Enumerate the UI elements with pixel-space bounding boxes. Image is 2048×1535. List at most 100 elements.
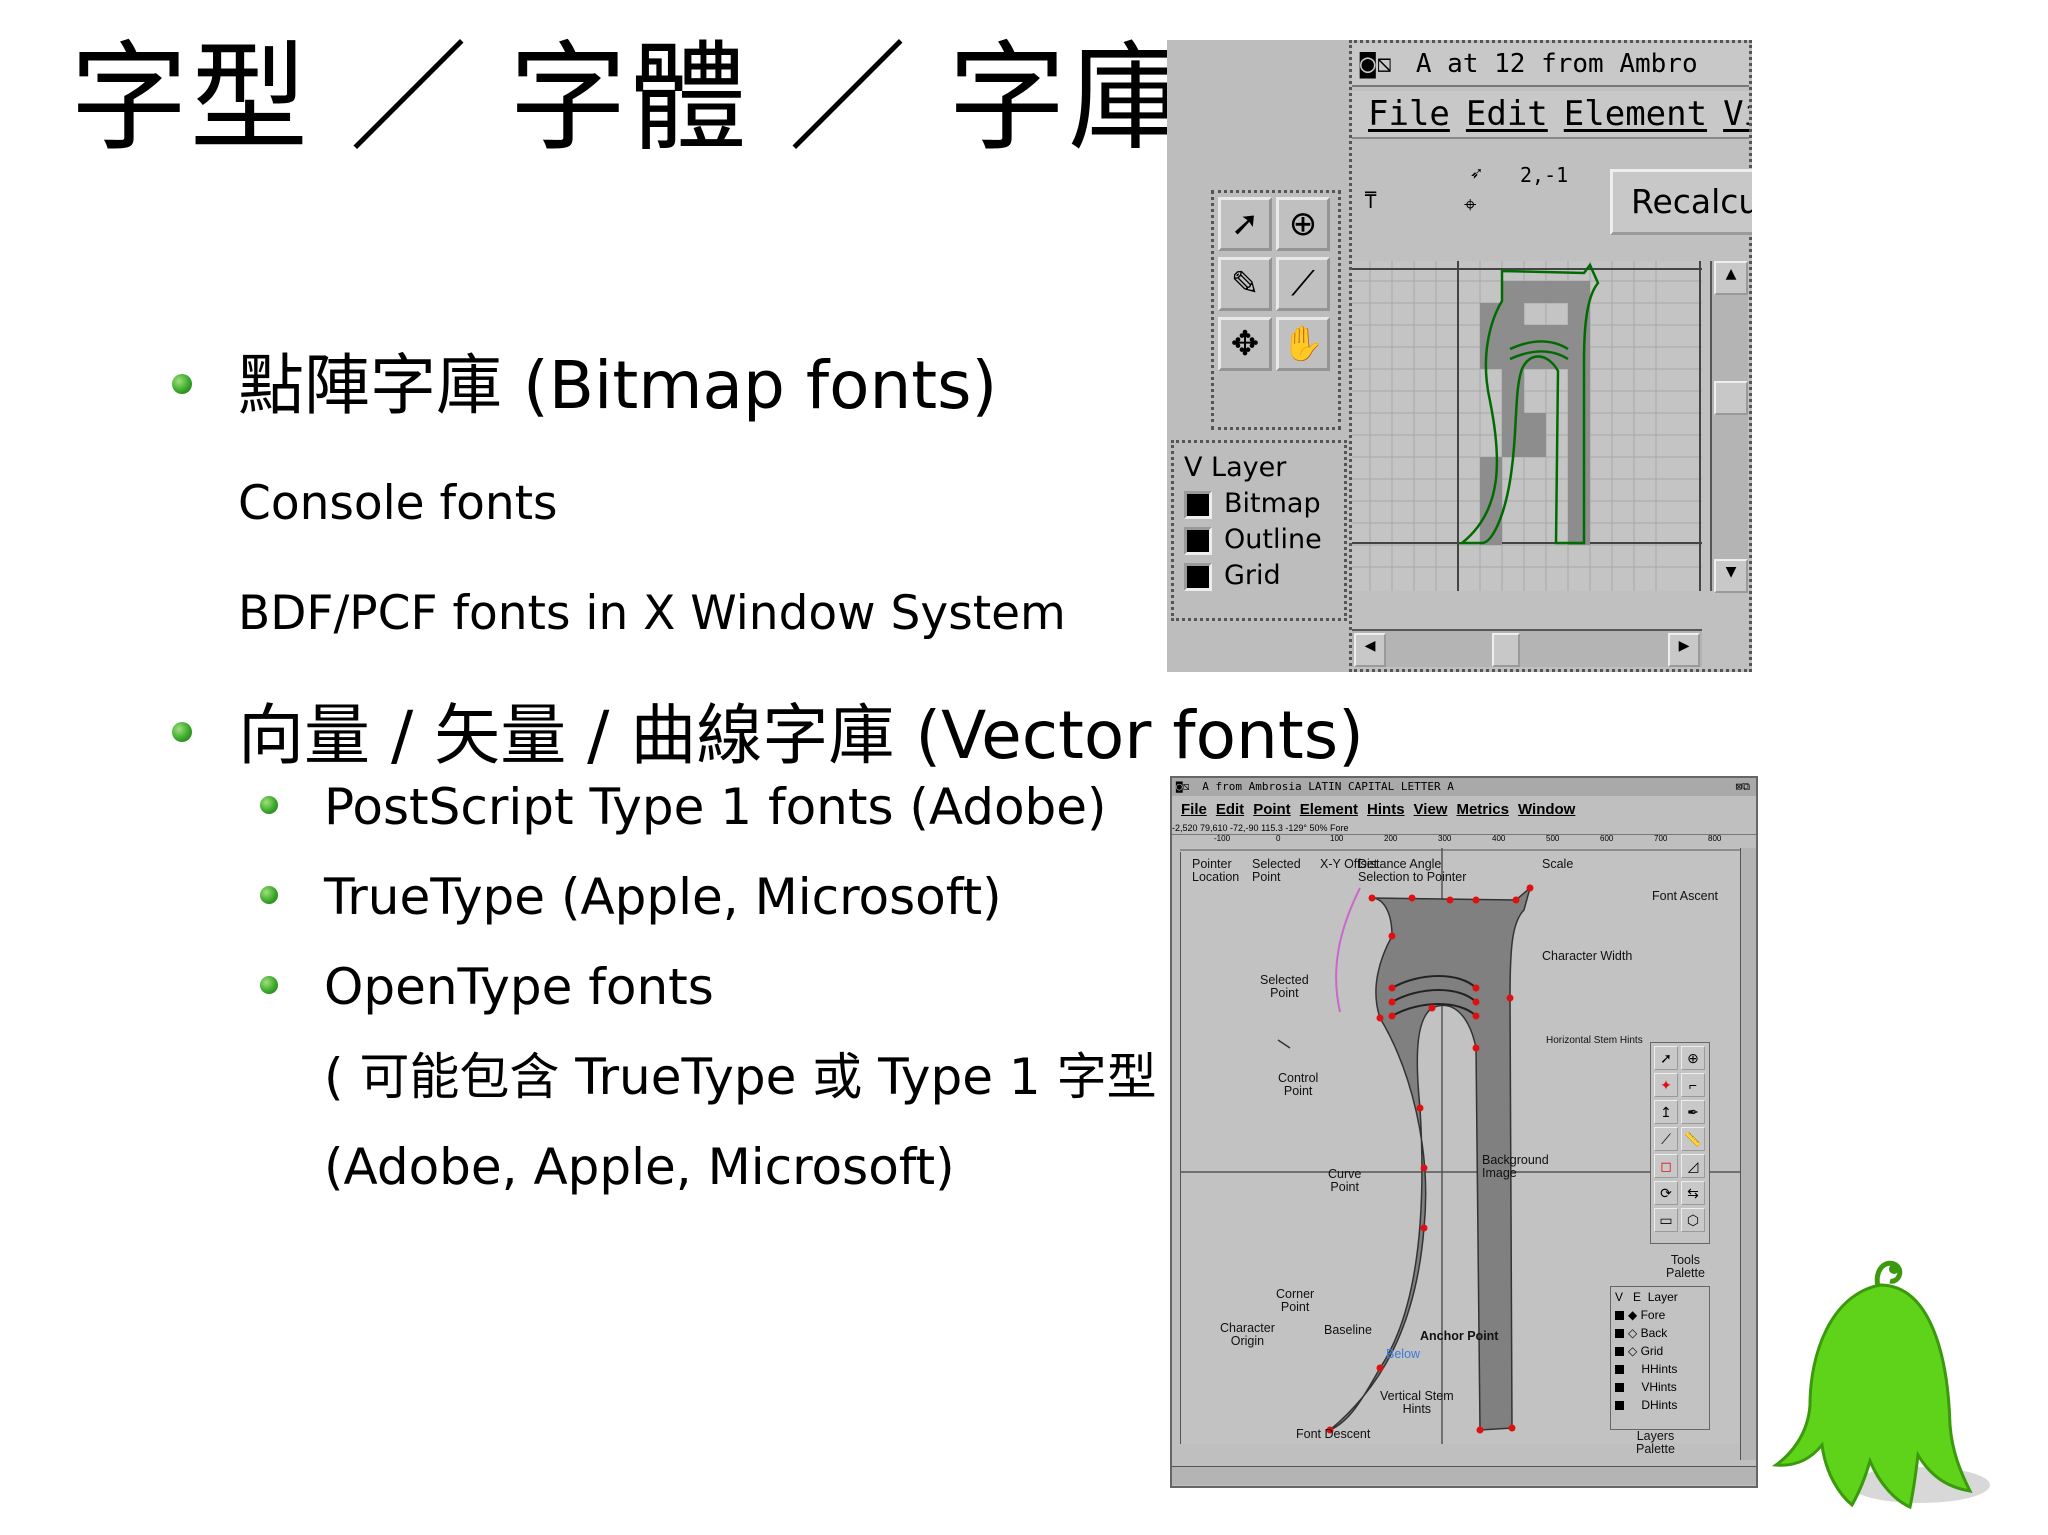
curve-point-tool-icon[interactable]: ✦ — [1654, 1073, 1678, 1097]
checkbox-icon[interactable] — [1615, 1365, 1624, 1375]
tools-palette: ➚ ⊕ ✦ ⌐ ↥ ✒ ⟋ 📏 ◻ ◿ ⟳ ⇆ ▭ ⬡ — [1650, 1042, 1710, 1244]
layers-header: V E Layer — [1615, 1290, 1678, 1304]
magnify-tool-icon[interactable]: ⊕ — [1681, 1046, 1705, 1070]
bitmap-glyph-canvas[interactable] — [1352, 261, 1702, 591]
window-menu-icon[interactable]: ◙⧅ — [1176, 780, 1190, 793]
outline-glyph-canvas[interactable] — [1180, 848, 1740, 1444]
scroll-thumb[interactable] — [1714, 381, 1748, 415]
menu-element[interactable]: Element — [1563, 94, 1708, 134]
layer-bitmap[interactable]: Bitmap — [1184, 487, 1321, 521]
move-tool-icon[interactable]: ✥ — [1218, 317, 1272, 371]
scale-label: Scale — [1542, 857, 1574, 871]
scroll-up-icon[interactable]: ▲ — [1714, 261, 1748, 295]
menu-file[interactable]: File — [1181, 801, 1207, 818]
bullet-icon — [260, 796, 278, 814]
layer-grid[interactable]: Grid — [1184, 559, 1281, 593]
layers-header: V Layer — [1184, 452, 1287, 483]
layer-grid[interactable]: ◇ Grid — [1615, 1344, 1663, 1359]
checkbox-icon[interactable] — [1615, 1347, 1624, 1357]
line-tool-icon[interactable]: ⟋ — [1276, 257, 1330, 311]
font-ascent-label: Font Ascent — [1652, 889, 1719, 903]
window-controls-icon[interactable]: ⊠⧉ — [1735, 780, 1750, 793]
recalculate-button[interactable]: Recalcu — [1610, 169, 1752, 235]
scroll-thumb[interactable] — [1492, 633, 1520, 667]
corner-point-tool-icon[interactable]: ⌐ — [1681, 1073, 1705, 1097]
scroll-left-icon[interactable]: ◀ — [1354, 633, 1386, 667]
menu-view[interactable]: View — [1413, 801, 1448, 818]
flip-tool-icon[interactable]: ⇆ — [1681, 1181, 1705, 1205]
outline-editor-screenshot: ◙⧅ A from Ambrosia LATIN CAPITAL LETTER … — [1170, 776, 1758, 1488]
hand-tool-icon[interactable]: ✋ — [1276, 317, 1330, 371]
window-title: A from Ambrosia LATIN CAPITAL LETTER A — [1202, 780, 1454, 793]
checkbox-icon[interactable] — [1615, 1311, 1624, 1321]
scroll-right-icon[interactable]: ▶ — [1668, 633, 1700, 667]
menubar: File Edit Point Element Hints View Metrics Wind… — [1172, 798, 1756, 822]
status-bar: -2,520 79,610 -72,-90 115.3 -129° 50% Fo… — [1172, 822, 1756, 835]
skew-tool-icon[interactable]: ◿ — [1681, 1154, 1705, 1178]
ruler-tool-icon[interactable]: 📏 — [1681, 1127, 1705, 1151]
horizontal-scrollbar[interactable] — [1172, 1466, 1756, 1485]
layers-palette: V E Layer ◆ Fore ◇ Back ◇ Grid HHints VH… — [1610, 1286, 1710, 1430]
polygon-tool-icon[interactable]: ⬡ — [1681, 1208, 1705, 1232]
layer-vhints[interactable]: VHints — [1615, 1380, 1677, 1395]
opentype-vendors: (Adobe, Apple, Microsoft) — [324, 1138, 955, 1196]
layer-hhints[interactable]: HHints — [1615, 1362, 1677, 1377]
scale-tool-icon[interactable]: ◻ — [1654, 1154, 1678, 1178]
menu-window[interactable]: Window — [1518, 801, 1576, 818]
horizontal-stem-hints-label: Horizontal Stem Hints — [1546, 1035, 1643, 1046]
knife-tool-icon[interactable]: ⟋ — [1654, 1127, 1678, 1151]
vector-item-truetype: TrueType (Apple, Microsoft) — [324, 868, 1002, 926]
window-titlebar[interactable]: ◙⧅ A at 12 from Ambro — [1352, 43, 1749, 87]
horizontal-scrollbar[interactable]: ◀ ▶ — [1352, 629, 1702, 667]
pen-tool-icon[interactable]: ✒ — [1681, 1100, 1705, 1124]
menu-view[interactable]: Vie — [1723, 94, 1749, 134]
bullet-icon — [260, 976, 278, 994]
rotate-tool-icon[interactable]: ⟳ — [1654, 1181, 1678, 1205]
vector-item-postscript: PostScript Type 1 fonts (Adobe) — [324, 778, 1107, 836]
window-titlebar[interactable]: ◙⧅ A from Ambrosia LATIN CAPITAL LETTER … — [1172, 778, 1756, 796]
menu-edit[interactable]: Edit — [1465, 94, 1548, 134]
checkbox-icon[interactable] — [1615, 1329, 1624, 1339]
bitmap-window: ◙⧅ A at 12 from Ambro File Edit Element Vie… — [1349, 40, 1752, 672]
window-menu-icon[interactable]: ◙⧅ — [1360, 49, 1393, 79]
bullet-icon — [172, 374, 192, 394]
bullet-icon — [260, 886, 278, 904]
offset-icon: ⌖ — [1464, 193, 1477, 218]
checkbox-icon[interactable] — [1184, 562, 1212, 591]
scroll-down-icon[interactable]: ▼ — [1714, 559, 1748, 593]
tangent-tool-icon[interactable]: ↥ — [1654, 1100, 1678, 1124]
menu-element[interactable]: Element — [1299, 801, 1359, 818]
layer-fore[interactable]: ◆ Fore — [1615, 1308, 1665, 1323]
window-title: A at 12 from Ambro — [1415, 49, 1698, 79]
menu-edit[interactable]: Edit — [1215, 801, 1245, 818]
checkbox-icon[interactable] — [1184, 490, 1212, 519]
menu-file[interactable]: File — [1368, 94, 1450, 134]
vector-item-opentype: OpenType fonts — [324, 958, 714, 1016]
layer-dhints[interactable]: DHints — [1615, 1398, 1677, 1413]
menu-hints[interactable]: Hints — [1367, 801, 1405, 818]
slide-title: 字型 ／ 字體 ／ 字庫 — [70, 29, 1189, 167]
pencil-tool-icon[interactable]: ✎ — [1218, 257, 1272, 311]
magnify-tool-icon[interactable]: ⊕ — [1276, 197, 1330, 251]
horizontal-ruler: -100 0 100 200 300 400 500 600 700 800 — [1180, 834, 1742, 849]
origin-icon: ⍑ — [1364, 189, 1378, 214]
checkbox-icon[interactable] — [1615, 1401, 1624, 1411]
layer-outline[interactable]: Outline — [1184, 523, 1322, 557]
rectangle-tool-icon[interactable]: ▭ — [1654, 1208, 1678, 1232]
checkbox-icon[interactable] — [1184, 526, 1212, 555]
menu-point[interactable]: Point — [1253, 801, 1291, 818]
vertical-scrollbar[interactable]: ▲ ▼ — [1710, 261, 1748, 593]
layer-back[interactable]: ◇ Back — [1615, 1326, 1667, 1341]
checkbox-icon[interactable] — [1615, 1383, 1624, 1393]
pointer-tool-icon[interactable]: ➚ — [1218, 197, 1272, 251]
vertical-scrollbar[interactable] — [1740, 848, 1756, 1460]
menu-metrics[interactable]: Metrics — [1456, 801, 1509, 818]
pointer-tool-icon[interactable]: ➚ — [1654, 1046, 1678, 1070]
